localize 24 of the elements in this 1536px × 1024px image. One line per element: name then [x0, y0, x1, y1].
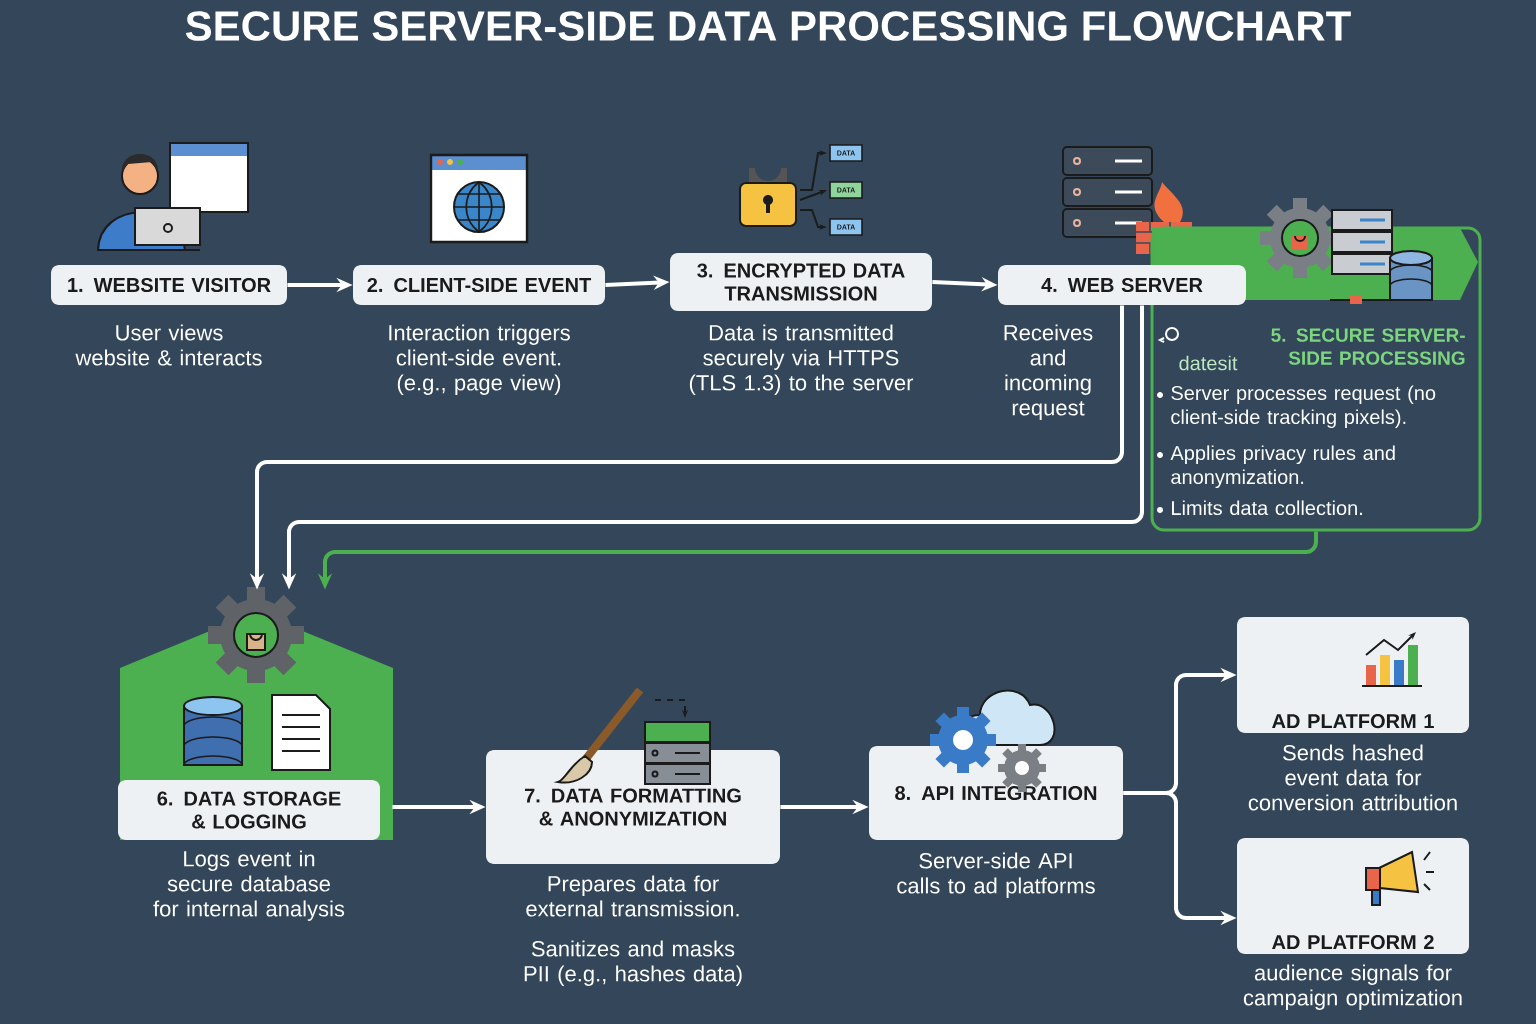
step-description: Prepares data for external transmission.: [526, 875, 739, 917]
datesit-text: datesit: [1179, 355, 1238, 371]
step-description: Receives and incoming request: [1004, 324, 1093, 420]
step-description: Logs event in secure database for internal analysis: [153, 850, 345, 921]
step-description: Data is transmitted securely via HTTPS (TLS 1.3) to the server: [689, 324, 914, 395]
step-description: audience signals for campaign optimization: [1243, 964, 1462, 1010]
platform-box: AD PLATFORM 1: [1237, 617, 1469, 733]
title: SECURE SERVER-SIDE DATA PROCESSING FLOWCHART: [185, 11, 1351, 41]
step-label-box: 1. WEBSITE VISITOR: [51, 265, 287, 305]
step-label-box: 3. ENCRYPTED DATA TRANSMISSION: [670, 253, 932, 311]
bullet-item: Applies privacy rules and anonymization.: [1170, 445, 1395, 489]
platform-box: AD PLATFORM 2: [1237, 838, 1469, 954]
step-description: Sends hashed event data for conversion attribution: [1248, 744, 1457, 811]
panel-heading: 5. SECURE SERVER-SIDE PROCESSING: [1271, 328, 1465, 365]
bullet-item: Limits data collection.: [1172, 500, 1362, 516]
step-description: User views website & interacts: [75, 324, 262, 366]
step-label-box: 8. API INTEGRATION: [869, 746, 1123, 840]
bullet-item: Server processes request (no client-side tracking pixels).: [1171, 385, 1436, 429]
step-label-box: 4. WEB SERVER: [998, 265, 1246, 305]
step-description: Interaction triggers client-side event. (e.g., page view): [389, 324, 570, 395]
step-description: Sanitizes and masks PII (e.g., hashes data): [524, 940, 742, 986]
step-description: Server-side API calls to ad platforms: [897, 852, 1095, 898]
step-label-box: 7. DATA FORMATTING & ANONYMIZATION: [486, 750, 780, 864]
step-label-box: 2. CLIENT-SIDE EVENT: [353, 265, 605, 305]
